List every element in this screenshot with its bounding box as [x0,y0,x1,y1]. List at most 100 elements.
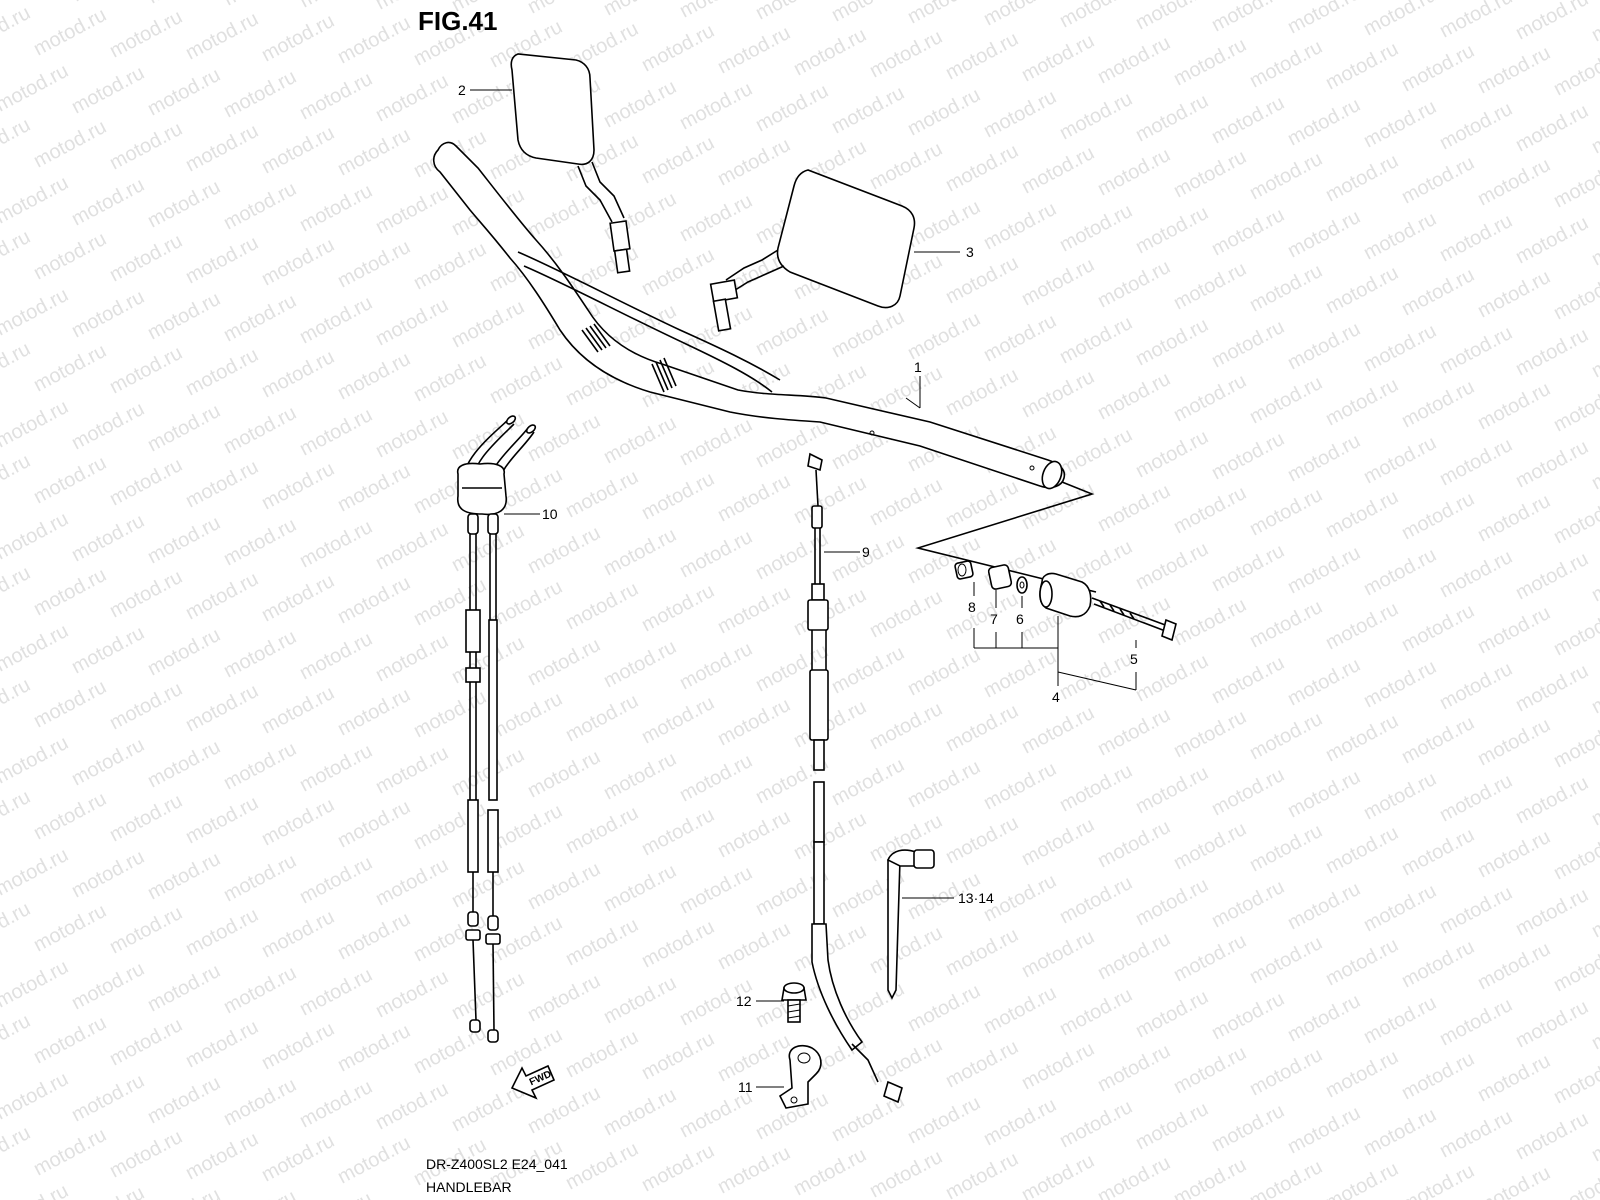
watermark-text: motod.ru [638,1028,718,1084]
callout-4: 4 [1052,689,1060,705]
watermark-text: motod.ru [0,396,72,452]
callout-1: 1 [914,359,922,375]
watermark-text: motod.ru [0,1122,34,1178]
bolt-part[interactable] [781,982,807,1023]
watermark-text: motod.ru [1056,88,1136,144]
watermark-text: motod.ru [220,738,300,794]
watermark-text: motod.ru [486,576,566,632]
watermark-text: motod.ru [1588,326,1600,382]
watermark-text: motod.ru [296,1076,376,1132]
watermark-text: motod.ru [1360,96,1440,152]
watermark-text: motod.ru [30,1012,110,1068]
watermark-text: motod.ru [1474,1050,1554,1106]
nut-part[interactable] [954,560,974,580]
throttle-cable-part[interactable] [456,414,537,1043]
watermark-text: motod.ru [562,802,642,858]
watermark-text: motod.ru [144,64,224,120]
watermark-text: motod.ru [1208,652,1288,708]
watermark-text: motod.ru [372,1078,452,1134]
clamp-part[interactable] [778,1044,822,1109]
callout-9: 9 [862,544,870,560]
watermark-text: motod.ru [30,452,110,508]
watermark-text: motod.ru [1550,940,1600,996]
watermark-text: motod.ru [1474,826,1554,882]
handlebar-part[interactable] [432,141,1097,593]
watermark-text: motod.ru [0,114,34,170]
watermark-text: motod.ru [182,904,262,960]
watermark-text: motod.ru [1170,146,1250,202]
watermark-text: motod.ru [1094,1040,1174,1096]
watermark-text: motod.ru [1474,938,1554,994]
watermark-text: motod.ru [790,696,870,752]
watermark-text: motod.ru [980,86,1060,142]
watermark-text: motod.ru [1512,548,1592,604]
watermark-text: motod.ru [68,622,148,678]
watermark-text: motod.ru [410,686,490,742]
watermark-text: motod.ru [144,960,224,1016]
watermark-text: motod.ru [790,1144,870,1200]
watermark-text: motod.ru [220,402,300,458]
cable-tie-part[interactable] [886,849,935,1000]
watermark-text: motod.ru [638,244,718,300]
watermark-text: motod.ru [1436,0,1516,42]
watermark-text: motod.ru [1436,210,1516,266]
watermark-text: motod.ru [600,972,680,1028]
watermark-text: motod.ru [1436,322,1516,378]
mirror-right-part[interactable] [709,169,916,332]
watermark-text: motod.ru [182,456,262,512]
watermark-text: motod.ru [1398,712,1478,768]
watermark-text: motod.ru [68,734,148,790]
washer-part[interactable] [1016,576,1028,594]
watermark-text: motod.ru [1132,986,1212,1042]
watermark-text: motod.ru [1436,994,1516,1050]
watermark-text: motod.ru [220,962,300,1018]
callout-7: 7 [990,611,998,627]
watermark-text: motod.ru [1550,1164,1600,1200]
watermark-text: motod.ru [562,1026,642,1082]
callout-6: 6 [1016,611,1024,627]
watermark-text: motod.ru [1588,886,1600,942]
spacer-part[interactable] [987,564,1013,590]
watermark-text: motod.ru [220,514,300,570]
watermark-text: motod.ru [1360,1104,1440,1160]
watermark-text: motod.ru [980,982,1060,1038]
watermark-text: motod.ru [144,1072,224,1128]
watermark-text: motod.ru [1550,380,1600,436]
watermark-text: motod.ru [752,304,832,360]
watermark-text: motod.ru [714,918,794,974]
watermark-text: motod.ru [1132,90,1212,146]
watermark-text: motod.ru [600,0,680,20]
watermark-text: motod.ru [182,680,262,736]
watermark-text: motod.ru [296,68,376,124]
clutch-cable-part[interactable] [807,452,903,1104]
watermark-text: motod.ru [220,1074,300,1130]
watermark-text: motod.ru [1550,604,1600,660]
watermark-text: motod.ru [676,78,756,134]
watermark-text: motod.ru [524,858,604,914]
watermark-text: motod.ru [942,1036,1022,1092]
watermark-text: motod.ru [676,526,756,582]
watermark-text: motod.ru [0,60,72,116]
watermark-text: motod.ru [904,84,984,140]
watermark-text: motod.ru [144,736,224,792]
watermark-text: motod.ru [1018,366,1098,422]
mirror-left-part[interactable] [510,53,631,274]
watermark-text: motod.ru [1170,370,1250,426]
watermark-text: motod.ru [1018,1038,1098,1094]
watermark-text: motod.ru [0,956,72,1012]
watermark-text: motod.ru [144,848,224,904]
watermark-text: motod.ru [1322,38,1402,94]
watermark-text: motod.ru [448,968,528,1024]
balancer-weight-part[interactable] [1039,572,1092,618]
watermark-text: motod.ru [1436,770,1516,826]
watermark-text: motod.ru [182,232,262,288]
watermark-text: motod.ru [106,1126,186,1182]
watermark-text: motod.ru [1474,266,1554,322]
watermark-text: motod.ru [1398,40,1478,96]
watermark-text: motod.ru [144,176,224,232]
watermark-text: motod.ru [296,516,376,572]
watermark-text: motod.ru [296,1188,376,1200]
watermark-text: motod.ru [714,582,794,638]
watermark-text: motod.ru [1132,650,1212,706]
screw-part[interactable] [1091,597,1177,642]
